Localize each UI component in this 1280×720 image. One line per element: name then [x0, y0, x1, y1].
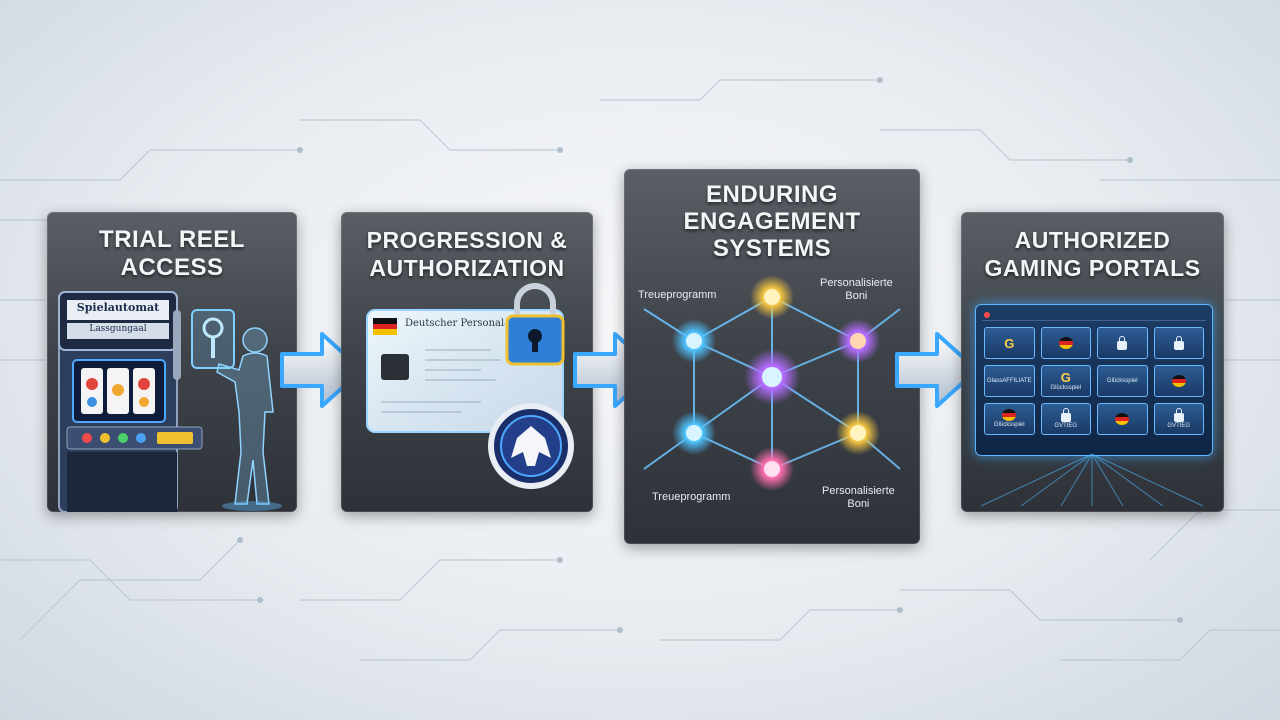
portal-tile-label: Glücksspiel [993, 422, 1025, 428]
portal-tile[interactable]: GVTIEG [1040, 403, 1091, 435]
portal-tile-label: Glücksspiel [1050, 384, 1082, 391]
german-flag-icon [1058, 337, 1073, 349]
id-card-illustration [366, 283, 574, 489]
network-label: Personalisierte Boni [820, 277, 893, 303]
network-label: Personalisierte Boni [822, 485, 895, 511]
lock-shackle [1119, 335, 1126, 341]
portal-tile-label: GVTIEG [1054, 422, 1078, 429]
portal-tile[interactable] [1040, 327, 1091, 359]
stage-title-line: ENDURING [705, 181, 838, 208]
stage-title-line: PROGRESSION & [366, 227, 568, 253]
lock-icon [1173, 407, 1184, 422]
record-dot-icon [984, 312, 990, 318]
stage-title-line: ENGAGEMENT [683, 208, 861, 235]
stage-title: ENDURING ENGAGEMENT SYSTEMS [624, 181, 920, 262]
portal-tile[interactable] [1153, 365, 1204, 397]
portal-tile[interactable] [1097, 403, 1148, 435]
portal-tile-label: GlassAFFILIATE [986, 378, 1032, 384]
german-flag-icon [1115, 413, 1130, 425]
stage-title-line: ACCESS [120, 254, 224, 281]
id-card-label: Deutscher Personalausweis [405, 318, 505, 329]
german-flag-icon [1002, 409, 1017, 421]
lock-icon [1060, 407, 1071, 422]
network-label-line: Personalisierte [822, 485, 895, 497]
portal-tile[interactable]: GlassAFFILIATE [984, 365, 1035, 397]
stage-title-line: AUTHORIZED [1014, 227, 1171, 253]
g-logo-icon: G [1004, 335, 1015, 351]
stage-authorized-gaming-portals: AUTHORIZED GAMING PORTALS G GlassAFFILIAT… [961, 212, 1224, 512]
g-logo-icon: G [1060, 369, 1071, 385]
network-label-line: Personalisierte [820, 277, 893, 289]
lock-icon [1173, 335, 1184, 350]
stage-title-line: GAMING PORTALS [984, 255, 1201, 281]
lock-icon [1117, 335, 1128, 350]
network-label-line: Boni [845, 290, 868, 302]
lock-shackle [1175, 407, 1182, 413]
stage-progression-authorization: PROGRESSION & AUTHORIZATION Deutscher Pe… [341, 212, 593, 512]
stage-enduring-engagement-systems: ENDURING ENGAGEMENT SYSTEMS Treuepr [624, 169, 920, 544]
arrow-right-icon [895, 332, 979, 408]
engagement-network-illustration [643, 275, 901, 491]
portal-tile[interactable] [1097, 327, 1148, 359]
portal-tile[interactable]: GVTIEG [1153, 403, 1204, 435]
portal-light-rays [980, 453, 1204, 507]
german-flag-icon [1171, 375, 1186, 387]
stage-title-line: AUTHORIZATION [369, 255, 565, 281]
portal-tile-label: GVTIEG [1167, 422, 1191, 429]
network-label: Treueprogramm [638, 289, 717, 301]
slot-machine-illustration [58, 291, 282, 512]
stage-title-line: SYSTEMS [712, 235, 832, 262]
portal-tile-label: Glücksspiel [1106, 378, 1138, 384]
network-label: Treueprogramm [652, 491, 731, 503]
machine-sign-line1: Spielautomat [76, 301, 160, 314]
stage-title: TRIAL REEL ACCESS [47, 226, 297, 282]
machine-sign-line2: Lassgungaal [89, 324, 147, 334]
stage-title: PROGRESSION & AUTHORIZATION [341, 226, 593, 282]
network-label-line: Boni [847, 498, 870, 510]
lock-shackle [1175, 335, 1182, 341]
stage-title-line: TRIAL REEL [99, 226, 245, 253]
portal-tile[interactable]: Glücksspiel [984, 403, 1035, 435]
portal-tile[interactable] [1153, 327, 1204, 359]
stage-trial-reel-access: TRIAL REEL ACCESS Spi [47, 212, 297, 512]
lock-shackle [1062, 407, 1069, 413]
portal-tile[interactable]: Glücksspiel [1097, 365, 1148, 397]
stage-title: AUTHORIZED GAMING PORTALS [961, 226, 1224, 282]
portal-tile[interactable]: G [984, 327, 1035, 359]
portal-topbar [982, 310, 1206, 321]
